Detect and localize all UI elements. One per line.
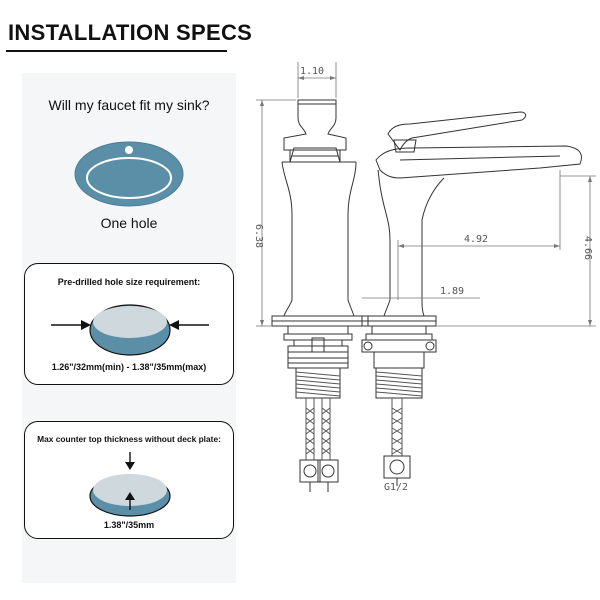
faucet-side-view	[271, 99, 369, 492]
fit-question: Will my faucet fit my sink?	[48, 97, 210, 113]
one-hole-sink-icon	[74, 141, 184, 207]
dim-spout-reach: 4.92	[464, 234, 488, 245]
faucet-front-view	[361, 111, 582, 486]
thickness-note: 1.38"/35mm	[103, 520, 155, 530]
compatibility-panel: Will my faucet fit my sink? One hole Pre…	[22, 73, 236, 583]
hole-size-card: Pre-drilled hole size requirement: 1.26"…	[24, 263, 234, 385]
hole-size-heading: Pre-drilled hole size requirement:	[57, 277, 201, 287]
dim-total-height: 6.38	[253, 224, 264, 248]
dim-base: 1.89	[440, 286, 464, 297]
title-underline	[6, 50, 227, 52]
thickness-heading: Max counter top thickness without deck p…	[37, 434, 221, 444]
thread-label: G1/2	[384, 482, 408, 493]
counter-thickness-card: Max counter top thickness without deck p…	[24, 421, 234, 539]
page-title: INSTALLATION SPECS	[8, 20, 253, 45]
dim-top-width: 1.10	[300, 66, 324, 77]
dim-spout-height: 4.66	[582, 236, 593, 260]
hole-type-label: One hole	[100, 215, 158, 231]
dimension-lines	[256, 62, 596, 327]
drilled-hole-icon	[51, 304, 209, 356]
hole-size-note: 1.26"/32mm(min) - 1.38"/35mm(max)	[51, 362, 207, 372]
counter-thickness-icon	[89, 452, 171, 517]
